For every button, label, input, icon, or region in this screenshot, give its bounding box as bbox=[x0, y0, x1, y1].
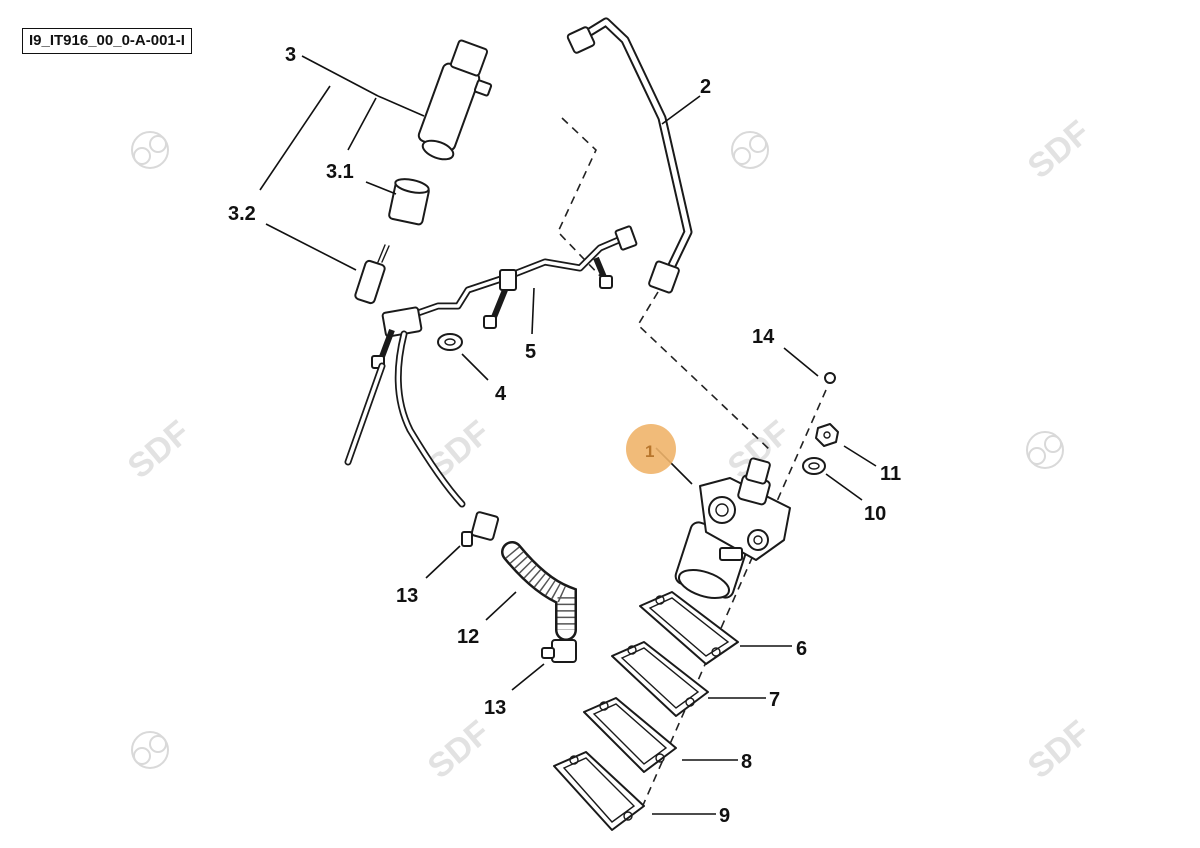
watermark-logo-icon bbox=[1026, 431, 1064, 469]
watermark-logo-icon bbox=[131, 131, 169, 169]
banjo-fitting-part-13-upper bbox=[461, 511, 500, 547]
gasket-part-7 bbox=[611, 641, 709, 717]
pipe-part-2 bbox=[566, 17, 693, 294]
watermark-text: SDF bbox=[421, 713, 498, 786]
watermark-text: SDF bbox=[1021, 113, 1098, 186]
assembly-guide-lines bbox=[557, 117, 827, 813]
callout-9[interactable]: 9 bbox=[719, 805, 730, 827]
reference-code-label: I9_IT916_00_0-A-001-I bbox=[22, 28, 192, 54]
callout-3-2[interactable]: 3.2 bbox=[228, 203, 256, 225]
nozzle-part-3-2 bbox=[354, 244, 390, 305]
callout-6[interactable]: 6 bbox=[796, 638, 807, 660]
callout-3[interactable]: 3 bbox=[285, 44, 296, 66]
washer-part-10 bbox=[802, 457, 826, 475]
callout-2[interactable]: 2 bbox=[700, 76, 711, 98]
callout-14[interactable]: 14 bbox=[752, 326, 775, 348]
callout-13-lower[interactable]: 13 bbox=[484, 697, 506, 719]
gasket-part-6 bbox=[639, 591, 739, 665]
callout-3-1[interactable]: 3.1 bbox=[326, 161, 354, 183]
callout-11[interactable]: 11 bbox=[880, 463, 901, 485]
watermark-logo-icon bbox=[731, 131, 769, 169]
callout-10[interactable]: 10 bbox=[864, 503, 886, 525]
highlight-marker[interactable] bbox=[626, 424, 676, 474]
washer-part-4 bbox=[437, 333, 463, 351]
gasket-part-8 bbox=[583, 697, 677, 773]
callout-12[interactable]: 12 bbox=[457, 626, 479, 648]
gasket-part-9 bbox=[553, 751, 645, 831]
nut-part-11 bbox=[815, 423, 839, 447]
watermark-logo-icon bbox=[131, 731, 169, 769]
leakoff-pipe-part-5 bbox=[344, 225, 638, 508]
callout-8[interactable]: 8 bbox=[741, 751, 752, 773]
injection-pump-part-1 bbox=[674, 457, 791, 599]
callout-1[interactable]: 1 bbox=[645, 442, 654, 461]
hose-part-12 bbox=[501, 541, 577, 641]
callout-13-upper[interactable]: 13 bbox=[396, 585, 418, 607]
injector-part-3 bbox=[417, 39, 493, 161]
callout-4[interactable]: 4 bbox=[495, 383, 507, 405]
callout-labels: 1 2 3 3.1 3.2 4 5 6 7 8 9 10 11 12 13 13… bbox=[228, 44, 901, 827]
leader-lines bbox=[259, 55, 877, 815]
sleeve-part-3-1 bbox=[388, 178, 430, 226]
stud-part-14 bbox=[824, 372, 836, 384]
watermark-text: SDF bbox=[1021, 713, 1098, 786]
watermark-text: SDF bbox=[121, 413, 198, 486]
callout-5[interactable]: 5 bbox=[525, 341, 536, 363]
banjo-fitting-part-13-lower bbox=[541, 639, 577, 663]
watermark-text: SDF bbox=[421, 413, 498, 486]
watermark-group: SDF SDF SDF SDF SDF SDF bbox=[121, 113, 1098, 786]
callout-7[interactable]: 7 bbox=[769, 689, 780, 711]
